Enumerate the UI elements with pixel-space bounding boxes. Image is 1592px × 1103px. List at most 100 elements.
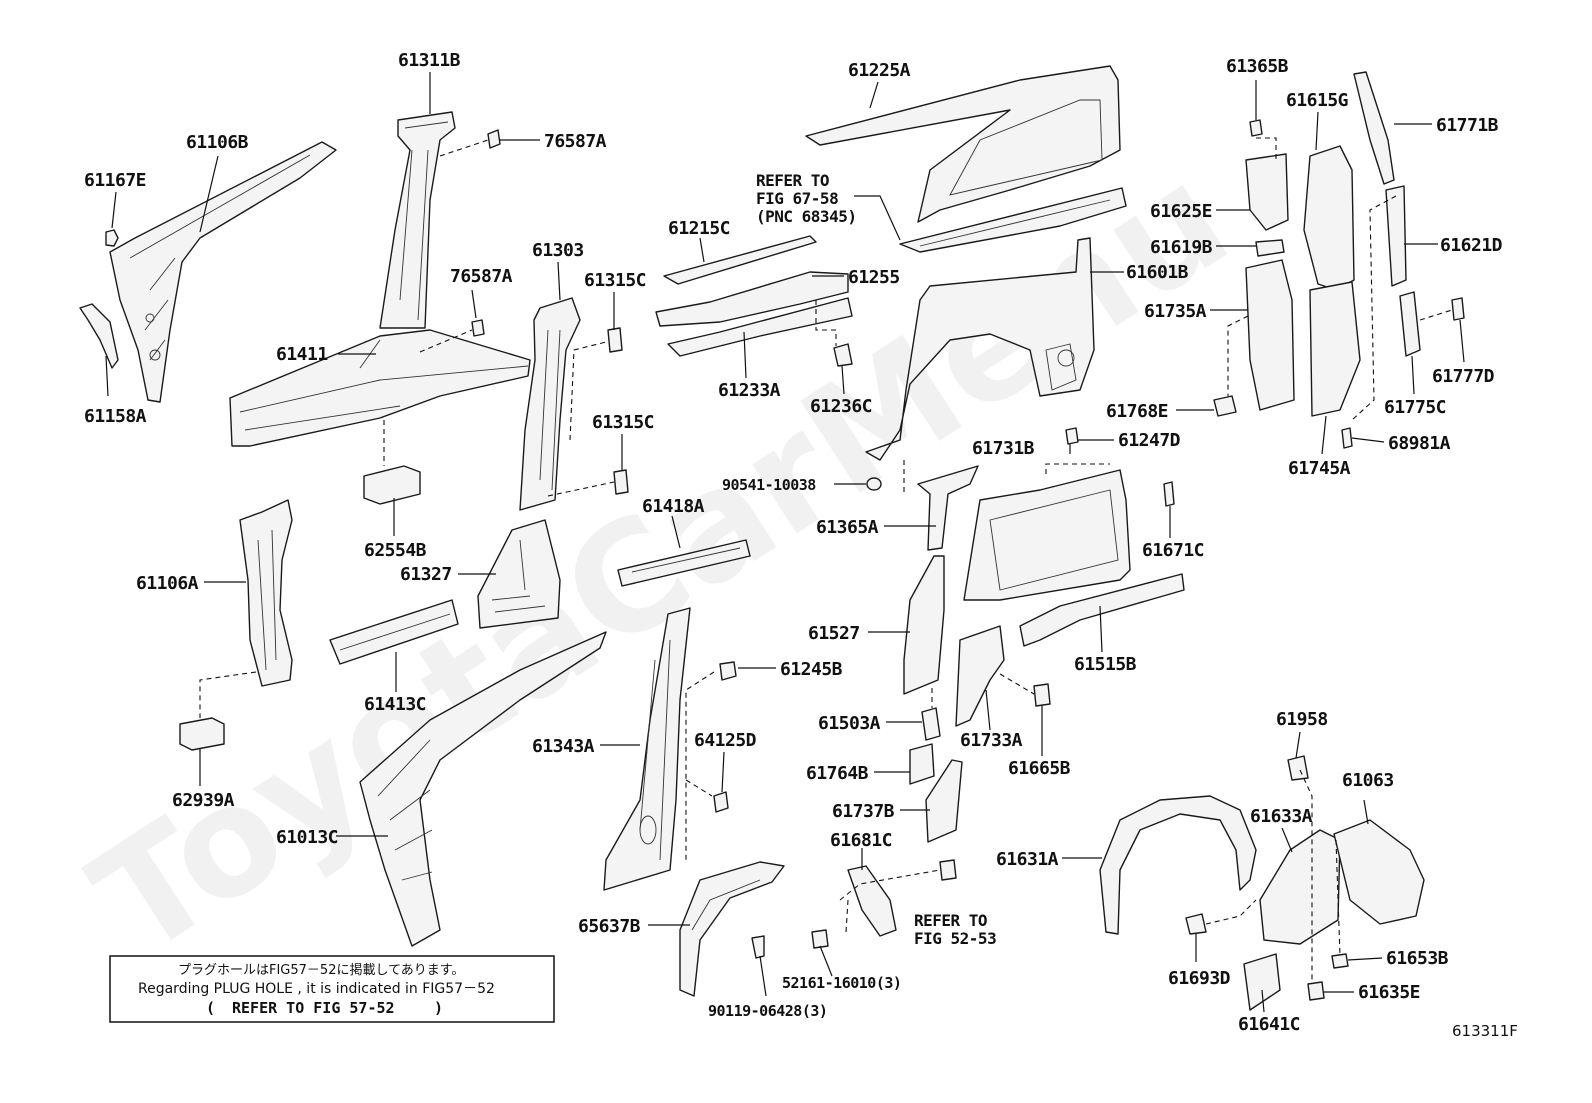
- label-90541-10038: 90541-10038: [722, 476, 816, 494]
- note-box: [109, 955, 555, 1023]
- part-61418a-shape: [617, 539, 751, 587]
- part-61158a-shape: [79, 303, 119, 369]
- note-ref: REFER TO FIG 57-52: [232, 999, 395, 1017]
- part-90119-shape: [751, 935, 765, 959]
- label-61158a: 61158A: [84, 406, 147, 427]
- label-61619b: 61619B: [1150, 237, 1213, 258]
- label-61621d: 61621D: [1440, 235, 1503, 256]
- label-61215c: 61215C: [668, 218, 730, 239]
- plug-hole-note: プラグホールはFIG57－52に掲載してあります。 Regarding PLUG…: [109, 955, 555, 1023]
- label-61775c: 61775C: [1384, 397, 1446, 418]
- label-90119-06428: 90119-06428(3): [708, 1002, 827, 1020]
- part-68981a-shape: [1341, 427, 1353, 449]
- part-61737b-shape: [925, 759, 963, 843]
- assembly-dashed-lines: [199, 137, 1453, 982]
- refer-top-line3: (PNC 68345): [756, 207, 856, 226]
- label-65637b: 65637B: [578, 916, 641, 937]
- label-61771b: 61771B: [1436, 115, 1499, 136]
- note-ref-open: (: [206, 999, 215, 1017]
- label-61167e: 61167E: [84, 170, 146, 191]
- part-61681c-shape: [847, 865, 897, 937]
- part-61625e-shape: [1245, 153, 1289, 231]
- label-61106b: 61106B: [186, 132, 249, 153]
- label-61515b: 61515B: [1074, 654, 1137, 675]
- label-61958: 61958: [1276, 709, 1328, 730]
- part-labels: 61311B 76587A 61106B 61167E 76587A 61411…: [84, 50, 1503, 1035]
- refer-top-line2: FIG 67-58: [756, 189, 838, 208]
- part-61327-shape: [477, 519, 561, 629]
- note-english: Regarding PLUG HOLE , it is indicated in…: [138, 981, 495, 997]
- label-61768e: 61768E: [1106, 401, 1168, 422]
- label-76587a-lower: 76587A: [450, 266, 513, 287]
- refer-top-line1: REFER TO: [756, 171, 829, 190]
- label-61693d: 61693D: [1168, 968, 1231, 989]
- label-61013c: 61013C: [276, 827, 338, 848]
- part-61365a-shape: [917, 465, 979, 551]
- part-61106a-shape: [239, 499, 293, 687]
- label-61641c: 61641C: [1238, 1014, 1300, 1035]
- label-61681c: 61681C: [830, 830, 892, 851]
- label-61777d: 61777D: [1432, 366, 1495, 387]
- part-61255-shape: [655, 271, 849, 327]
- label-61365a: 61365A: [816, 517, 879, 538]
- part-61311b-shape: [379, 111, 456, 329]
- label-61635e: 61635E: [1358, 982, 1420, 1003]
- figure-id: 613311F: [1452, 1022, 1518, 1040]
- part-61671c-shape: [1163, 481, 1175, 507]
- label-68981a: 68981A: [1388, 433, 1451, 454]
- part-61733a-shape: [955, 625, 1005, 727]
- part-61413c-shape: [329, 599, 459, 665]
- label-61735a: 61735A: [1144, 301, 1207, 322]
- part-61768e-shape: [1213, 395, 1237, 417]
- part-61731b-shape: [963, 469, 1131, 601]
- part-52161-shape: [811, 929, 829, 949]
- part-61315c-upper-shape: [607, 327, 623, 353]
- part-76587a-lower-shape: [471, 319, 485, 337]
- label-61236c: 61236C: [810, 396, 872, 417]
- note-ref-close: ): [434, 999, 443, 1017]
- part-61503a-shape: [921, 707, 941, 741]
- part-61615g-shape: [1303, 145, 1355, 291]
- label-61365b: 61365B: [1226, 56, 1289, 77]
- part-61601b-shape: [865, 237, 1095, 461]
- label-61737b: 61737B: [832, 801, 895, 822]
- part-61958-shape: [1287, 755, 1309, 781]
- label-61764b: 61764B: [806, 763, 869, 784]
- label-61106a: 61106A: [136, 573, 199, 594]
- label-61247d: 61247D: [1118, 430, 1181, 451]
- label-62939a: 62939A: [172, 790, 235, 811]
- part-61233a-shape: [667, 297, 853, 357]
- part-61515b-shape: [1019, 573, 1185, 647]
- refer-mid-line1: REFER TO: [914, 911, 987, 930]
- part-62554b-shape: [363, 465, 421, 505]
- part-61764b-shape: [909, 743, 935, 785]
- part-90541-shape: [866, 477, 882, 491]
- label-61527: 61527: [808, 623, 860, 644]
- part-62939a-shape: [179, 717, 225, 751]
- part-61343a-shape: [603, 607, 691, 891]
- label-61063: 61063: [1342, 770, 1394, 791]
- part-61236c-shape: [833, 343, 853, 367]
- label-61233a: 61233A: [718, 380, 781, 401]
- part-61631a-shape: [1099, 795, 1257, 935]
- part-61315c-lower-shape: [613, 469, 629, 495]
- part-61527-shape: [903, 555, 945, 695]
- part-61245b-shape: [719, 661, 737, 681]
- label-61315c-upper: 61315C: [584, 270, 646, 291]
- label-61311b: 61311B: [398, 50, 461, 71]
- part-61621d-shape: [1385, 185, 1407, 287]
- part-61745a-shape: [1309, 281, 1361, 417]
- part-61303-shape: [519, 297, 581, 511]
- part-61106b-shape: [109, 141, 337, 403]
- part-61771b-shape: [1353, 71, 1395, 185]
- label-61731b: 61731B: [972, 438, 1035, 459]
- part-61665b-shape: [1033, 683, 1051, 707]
- part-61365b-shape: [1249, 119, 1263, 137]
- refer-note-fig-67-58: REFER TO FIG 67-58 (PNC 68345): [756, 171, 857, 226]
- part-61225a-shape: [805, 65, 1121, 223]
- part-61641c-shape: [1243, 953, 1281, 1011]
- label-61411: 61411: [276, 344, 328, 365]
- part-61775c-shape: [1399, 291, 1421, 357]
- part-61635e-shape: [1307, 981, 1325, 1001]
